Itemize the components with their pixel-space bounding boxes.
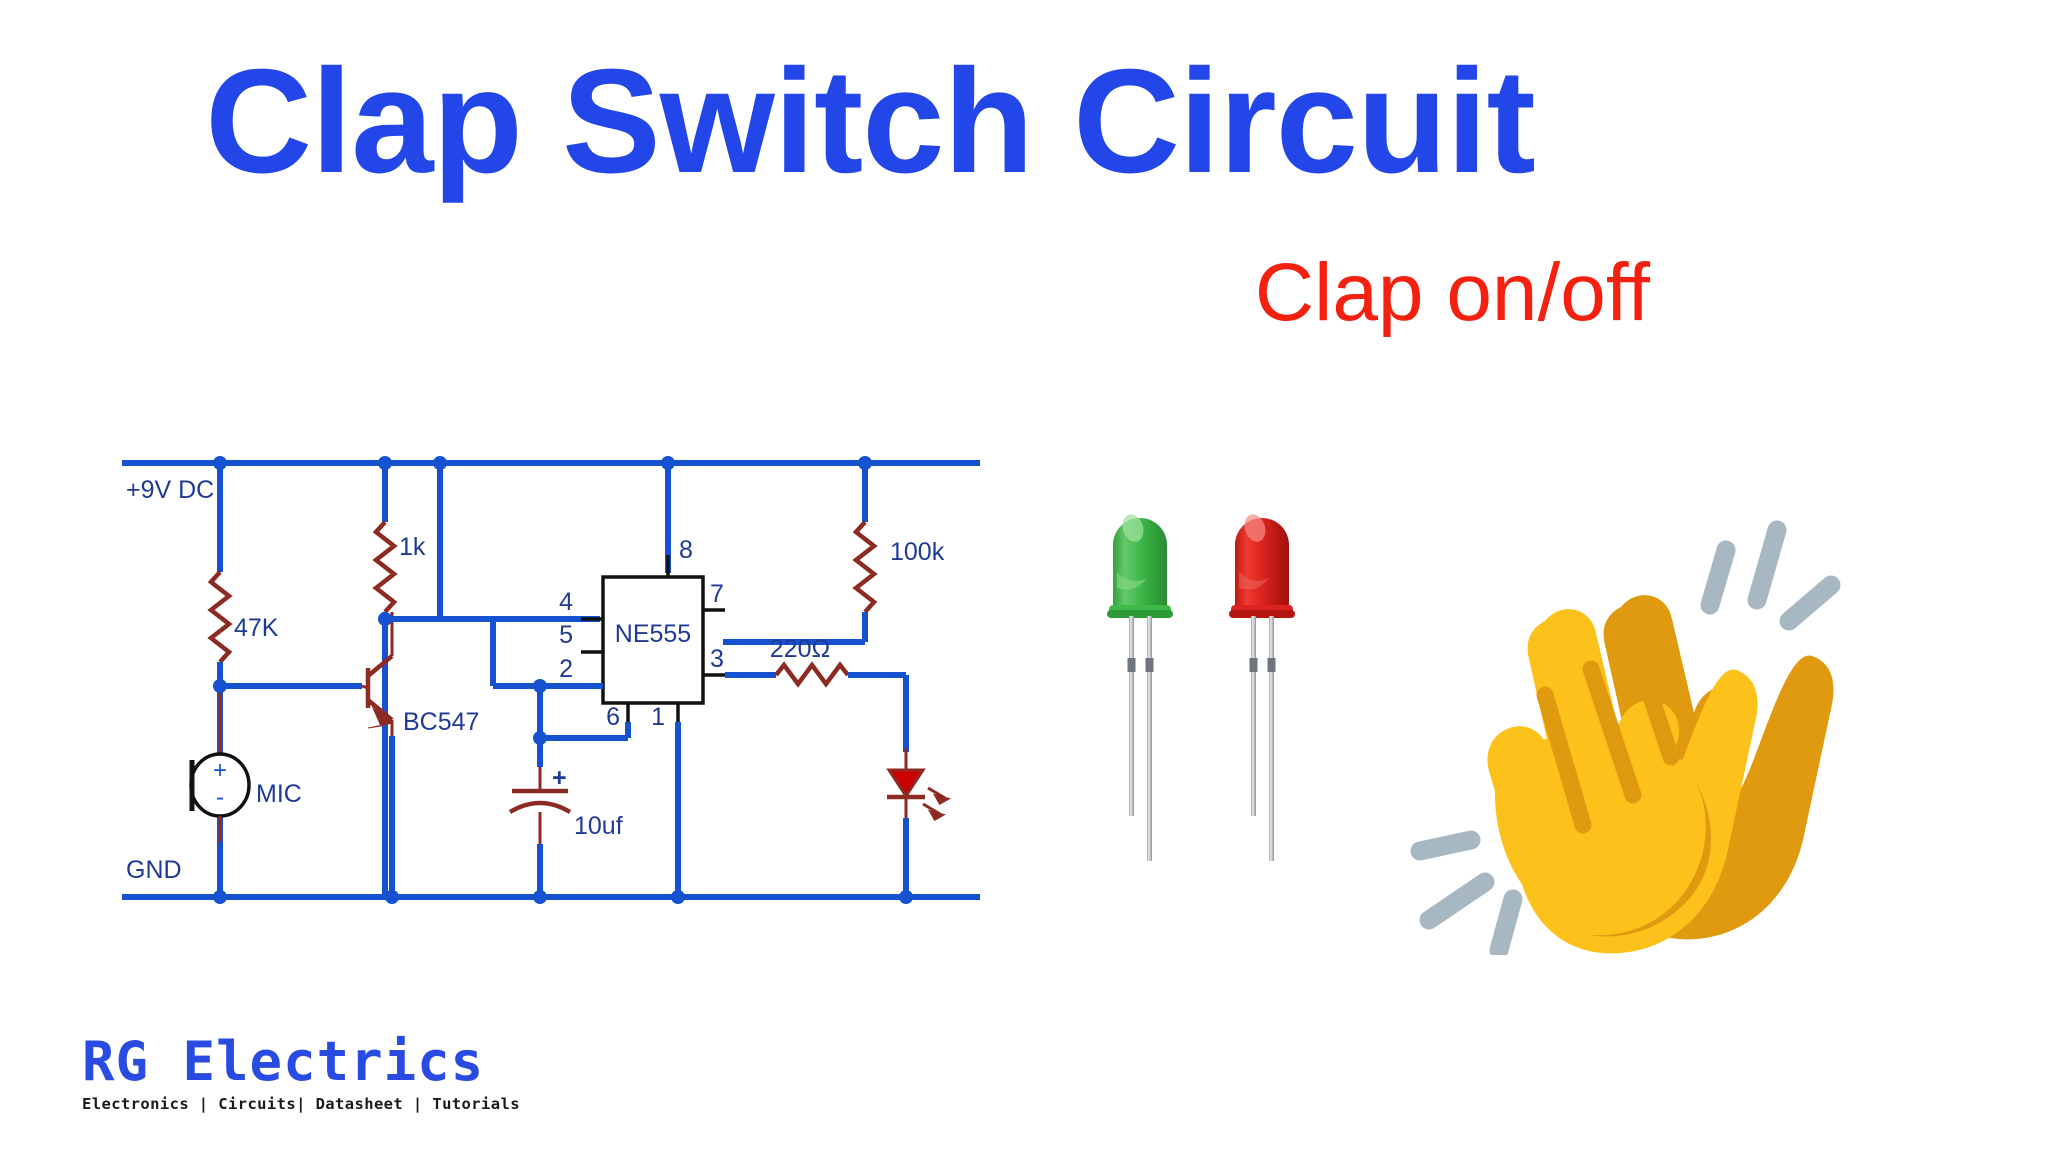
schematic-svg: .w { stroke:#1652CF; stroke-width:6; fil… (122, 456, 980, 904)
finger-creases (1536, 646, 1680, 834)
vcc-rail: +9V DC (122, 460, 980, 504)
mic-label: MIC (256, 780, 302, 808)
led-photos (1085, 490, 1355, 870)
resistor-220-label: 220Ω (770, 635, 830, 663)
green-led (1107, 514, 1173, 861)
pin-4-label: 4 (559, 588, 573, 616)
page-title: Clap Switch Circuit (205, 39, 1536, 204)
green-led-lead-long (1147, 616, 1152, 861)
microphone: + - MIC (189, 686, 302, 842)
transistor-label: BC547 (403, 708, 479, 736)
green-led-lead-short (1129, 616, 1134, 816)
resistor-1k-label: 1k (399, 533, 426, 561)
red-led-lead-long (1269, 616, 1274, 861)
capacitor-10uf: + 10uf (508, 686, 623, 897)
brand-logo: RG Electrics Electronics | Circuits| Dat… (82, 1030, 520, 1140)
resistor-47k-label: 47K (234, 614, 279, 642)
clapping-hands-emoji (1385, 495, 1865, 960)
red-led-lead-short (1251, 616, 1256, 816)
brand-tagline: Electronics | Circuits| Datasheet | Tuto… (82, 1095, 520, 1113)
resistor-1k-branch: 1k (372, 463, 426, 897)
ne555-ic: NE555 8 4 5 2 7 3 (559, 536, 725, 731)
capacitor-label: 10uf (574, 812, 623, 840)
pin-1-label: 1 (651, 703, 665, 731)
pin-5-label: 5 (559, 621, 573, 649)
clap-emoji-svg (1410, 520, 1841, 960)
output-branch: 220Ω (725, 635, 909, 752)
resistor-100k-branch: 100k (723, 463, 945, 645)
vcc-label: +9V DC (126, 476, 214, 504)
pin-3-label: 3 (710, 645, 724, 673)
pin-2-label: 2 (559, 655, 573, 683)
junction-dots (213, 456, 913, 904)
red-led (1229, 514, 1295, 861)
front-hand (1487, 609, 1758, 954)
pin-8-label: 8 (679, 536, 693, 564)
base-network-wire (385, 616, 603, 689)
brand-name: RG Electrics (82, 1030, 485, 1093)
capacitor-polarity: + (552, 764, 567, 792)
pin-7-label: 7 (710, 580, 724, 608)
gnd-label: GND (126, 856, 182, 884)
pin4-feed-wire (437, 463, 600, 622)
resistor-100k-label: 100k (890, 538, 945, 566)
pin6-wire (540, 722, 631, 741)
mic-plus-label: + (213, 757, 227, 784)
page-subtitle: Clap on/off (1254, 247, 1650, 338)
spark-lines-top (1700, 520, 1841, 631)
ne555-label: NE555 (615, 620, 691, 648)
led-photos-svg (1107, 514, 1295, 861)
spark-lines-bottom (1410, 830, 1523, 960)
gnd-rail: GND (122, 856, 980, 900)
circuit-diagram: .w { stroke:#1652CF; stroke-width:6; fil… (100, 430, 1000, 930)
mic-minus-label: - (216, 784, 224, 811)
led-symbol (886, 748, 951, 897)
pin-6-label: 6 (606, 703, 620, 731)
